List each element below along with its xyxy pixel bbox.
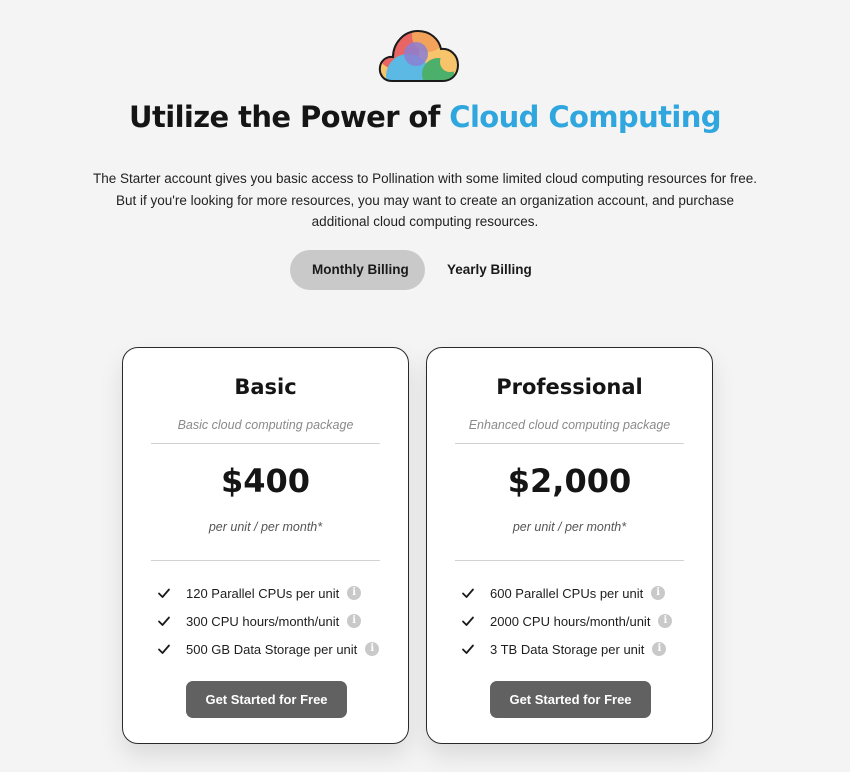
intro-text: The Starter account gives you basic acce… — [80, 168, 770, 233]
info-icon[interactable]: i — [652, 642, 667, 656]
feature-list: 120 Parallel CPUs per unit i 300 CPU hou… — [157, 579, 380, 663]
feature-text: 600 Parallel CPUs per unit — [490, 585, 644, 601]
feature-item: 300 CPU hours/month/unit i — [157, 607, 379, 635]
feature-text: 300 CPU hours/month/unit — [186, 613, 340, 629]
feature-text: 2000 CPU hours/month/unit — [490, 613, 651, 629]
feature-text: 120 Parallel CPUs per unit — [186, 585, 340, 601]
feature-list: 600 Parallel CPUs per unit i 2000 CPU ho… — [461, 579, 673, 663]
check-icon — [462, 644, 474, 654]
check-icon — [462, 616, 474, 626]
page-title: Utilize the Power of Cloud Computing — [0, 100, 850, 134]
cloud-logo-icon — [378, 29, 460, 82]
monthly-billing-button[interactable]: Monthly Billing — [290, 250, 425, 290]
plan-card-basic: Basic Basic cloud computing package $400… — [122, 347, 409, 744]
feature-text: 500 GB Data Storage per unit — [186, 641, 358, 657]
feature-text: 3 TB Data Storage per unit — [490, 641, 645, 657]
price-unit: per unit / per month* — [512, 520, 627, 534]
feature-item: 600 Parallel CPUs per unit i — [461, 579, 672, 607]
page-title-prefix: Utilize the Power of — [129, 100, 450, 134]
plan-subtitle: Enhanced cloud computing package — [468, 418, 671, 432]
intro-line: The Starter account gives you basic acce… — [92, 171, 758, 186]
intro-line: But if you're looking for more resources… — [116, 192, 734, 208]
get-started-button[interactable]: Get Started for Free — [490, 681, 651, 718]
info-icon[interactable]: i — [365, 642, 380, 656]
info-icon[interactable]: i — [651, 586, 666, 600]
price-unit: per unit / per month* — [208, 520, 323, 534]
divider — [151, 443, 380, 444]
feature-item: 120 Parallel CPUs per unit i — [157, 579, 379, 607]
check-icon — [158, 616, 170, 626]
feature-item: 500 GB Data Storage per unit i — [157, 635, 380, 663]
plan-subtitle: Basic cloud computing package — [177, 418, 354, 432]
plan-card-professional: Professional Enhanced cloud computing pa… — [426, 347, 713, 744]
plan-name: Professional — [496, 375, 643, 399]
yearly-billing-button[interactable]: Yearly Billing — [447, 262, 532, 277]
intro-line: additional cloud computing resources. — [311, 214, 539, 229]
divider — [151, 560, 380, 561]
get-started-button[interactable]: Get Started for Free — [186, 681, 347, 718]
plan-price: $2,000 — [507, 462, 632, 500]
billing-toggle: Monthly Billing Yearly Billing — [290, 250, 554, 290]
divider — [455, 560, 684, 561]
info-icon[interactable]: i — [658, 614, 673, 628]
feature-item: 3 TB Data Storage per unit i — [461, 635, 672, 663]
plan-name: Basic — [234, 375, 297, 399]
check-icon — [158, 644, 170, 654]
plan-price: $400 — [220, 462, 311, 500]
check-icon — [462, 588, 474, 598]
info-icon[interactable]: i — [347, 586, 362, 600]
divider — [455, 443, 684, 444]
feature-item: 2000 CPU hours/month/unit i — [461, 607, 673, 635]
info-icon[interactable]: i — [347, 614, 362, 628]
check-icon — [158, 588, 170, 598]
page-title-accent: Cloud Computing — [449, 100, 721, 134]
